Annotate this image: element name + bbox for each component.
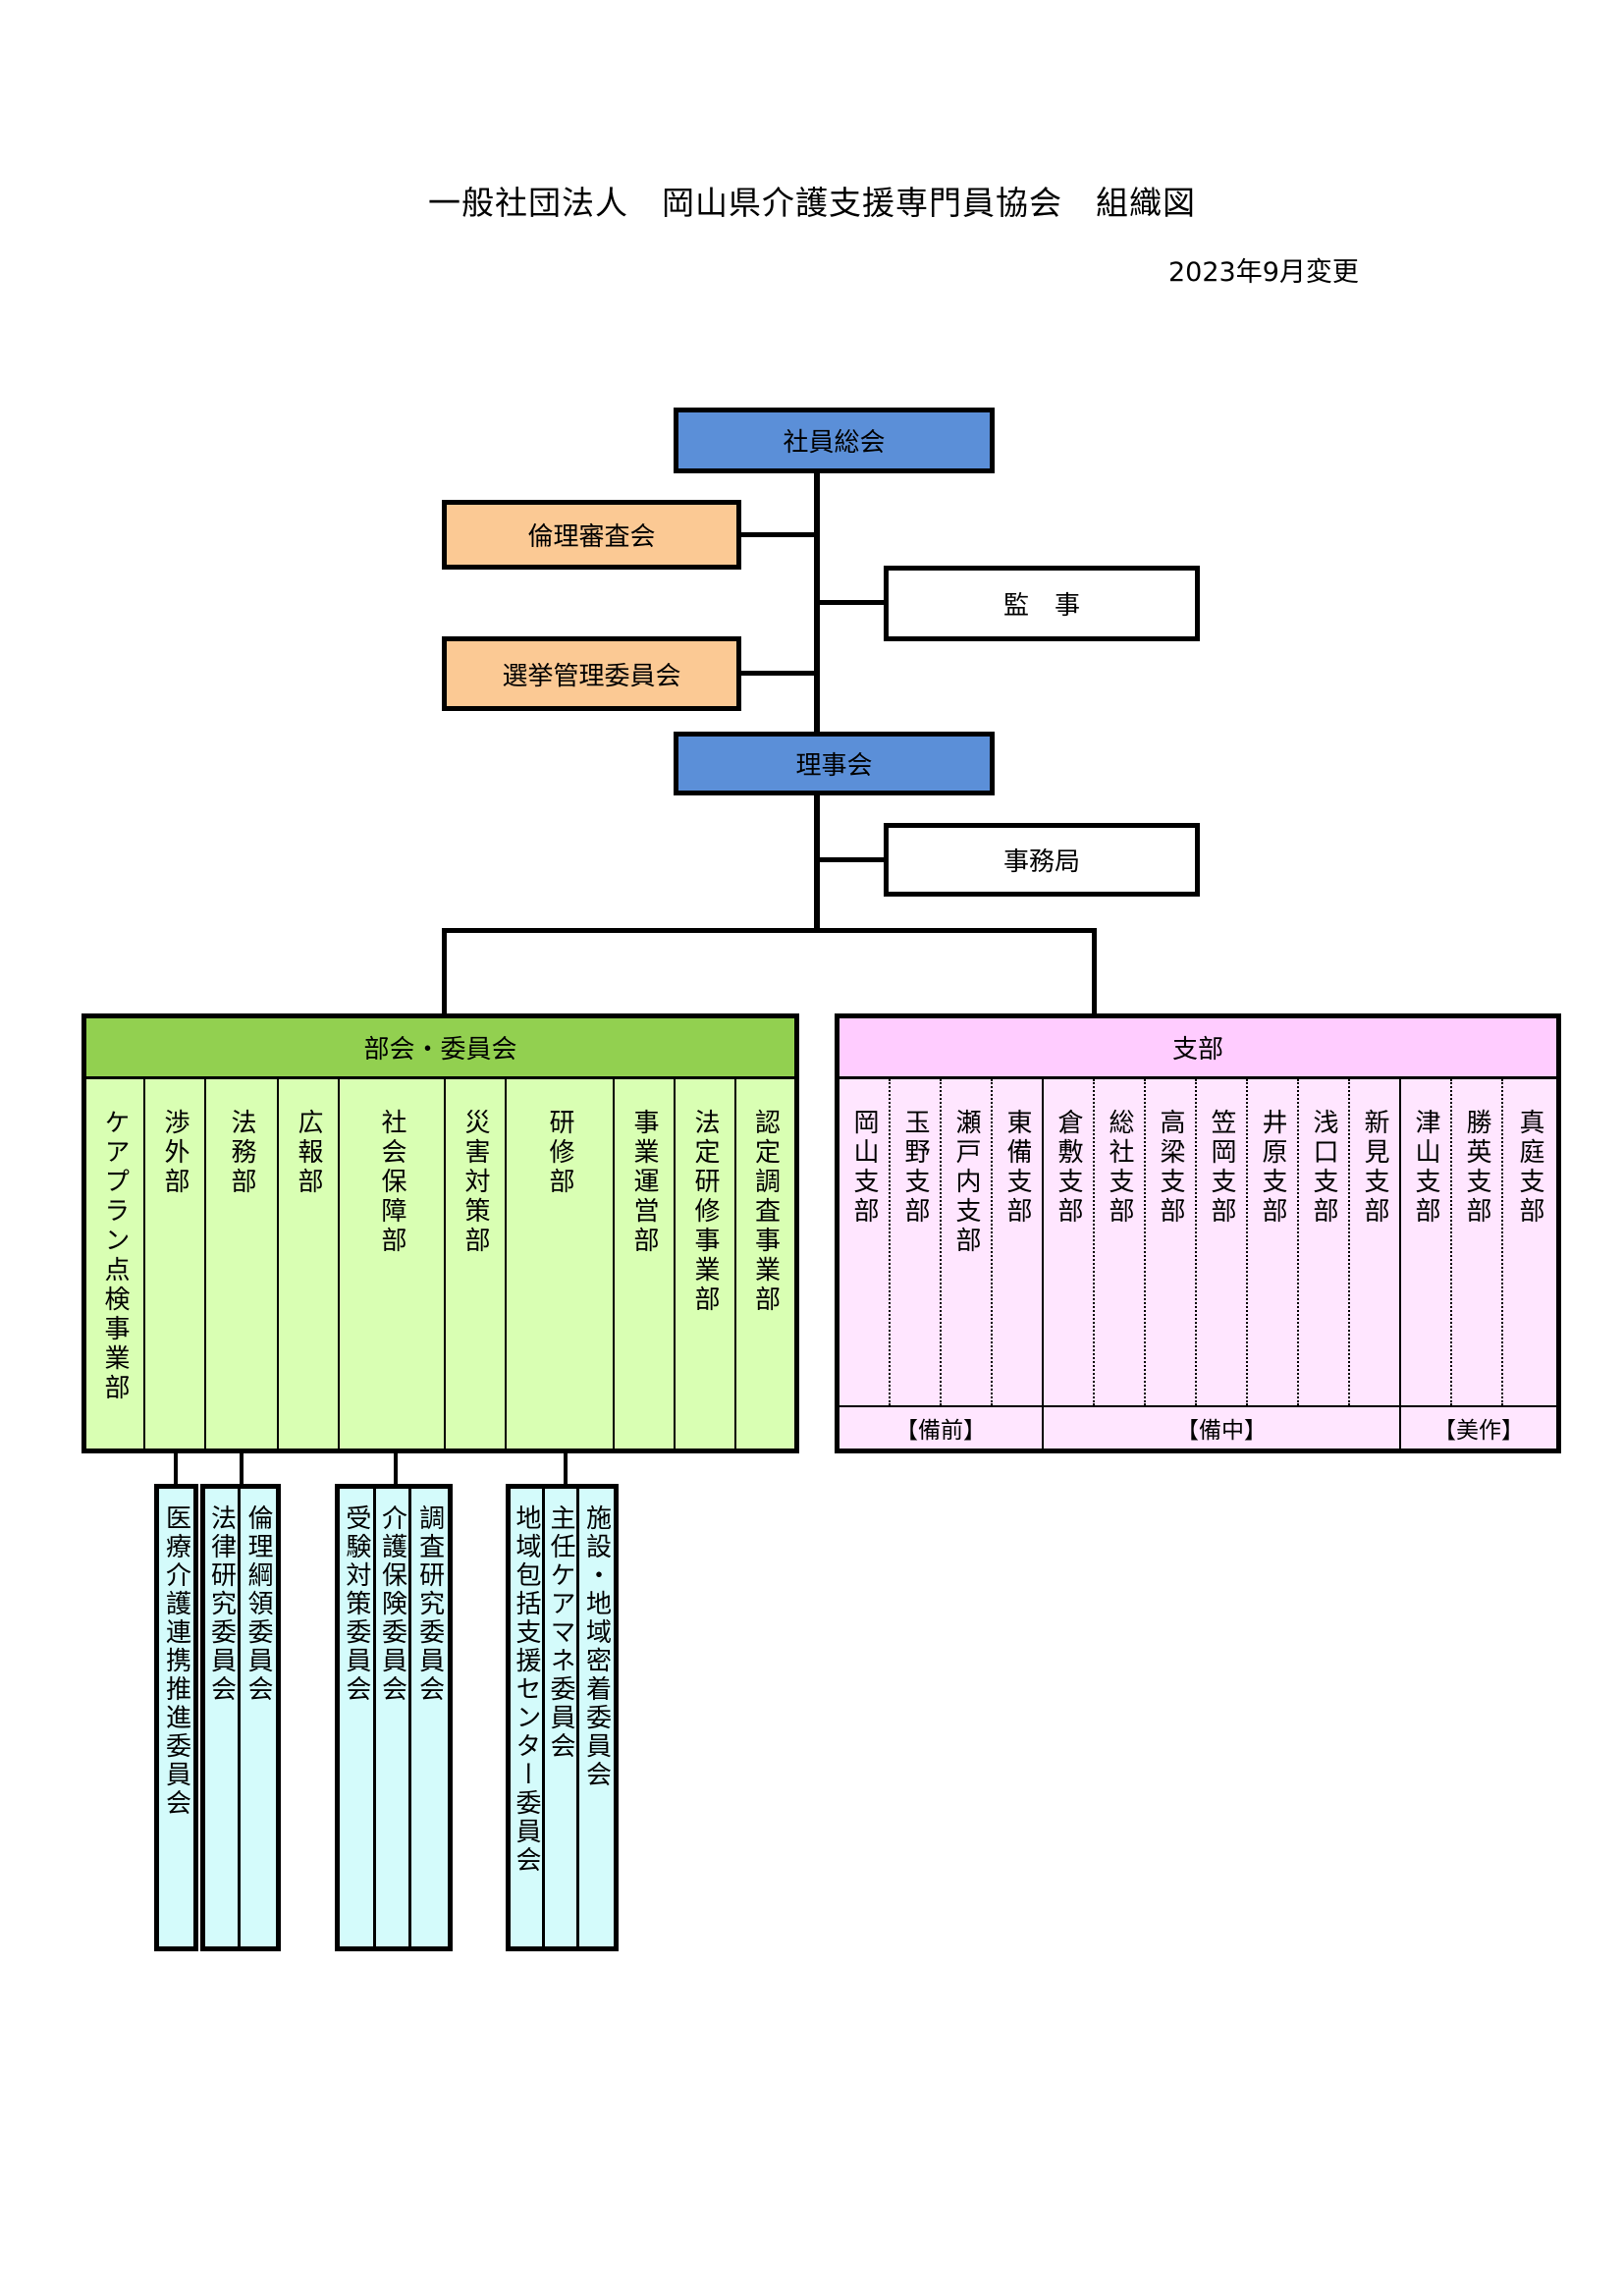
drop-sub2 [240, 1451, 244, 1487]
branch-column: 瀬戸内支部 [942, 1079, 993, 1405]
branch-column: 高梁支部 [1146, 1079, 1197, 1405]
drop-sub3 [394, 1451, 398, 1487]
group-label-bicchu: 【備中】 [1044, 1407, 1401, 1449]
branch-column: 浅口支部 [1299, 1079, 1350, 1405]
sub-committee-label: 倫理綱領委員会 [244, 1504, 273, 1704]
branches-header: 支部 [839, 1018, 1556, 1079]
group-label-bizen: 【備前】 [839, 1407, 1044, 1449]
sub-committee-column: 法律研究委員会 [205, 1489, 241, 1946]
connector-ethics [736, 532, 820, 537]
sub-committee-group-2: 法律研究委員会 倫理綱領委員会 [200, 1484, 281, 1951]
branch-label: 高梁支部 [1156, 1109, 1185, 1227]
committee-column: 事業運営部 [615, 1079, 676, 1449]
connector-auditor [814, 600, 888, 605]
sub-committee-column: 介護保険委員会 [376, 1489, 412, 1946]
sub-committee-column: 医療介護連携推進委員会 [159, 1489, 193, 1946]
branch-label: 新見支部 [1360, 1109, 1389, 1227]
auditor-box: 監 事 [884, 566, 1200, 641]
committee-label: 広報部 [294, 1109, 323, 1197]
ethics-review-box: 倫理審査会 [442, 500, 741, 570]
branch-column: 玉野支部 [891, 1079, 942, 1405]
committee-label: 研修部 [545, 1109, 574, 1197]
branch-column: 新見支部 [1350, 1079, 1401, 1405]
committee-label: 渉外部 [160, 1109, 189, 1197]
committee-label: 災害対策部 [460, 1109, 490, 1256]
committee-column: 法定研修事業部 [676, 1079, 736, 1449]
sub-committee-group-1: 医療介護連携推進委員会 [154, 1484, 198, 1951]
sub-committee-column: 主任ケアマネ委員会 [545, 1489, 579, 1946]
branch-label: 真庭支部 [1515, 1109, 1544, 1227]
sub-committee-label: 医療介護連携推進委員会 [161, 1504, 191, 1818]
committee-column: 広報部 [279, 1079, 340, 1449]
branch-column: 倉敷支部 [1044, 1079, 1095, 1405]
committee-column: ケアプラン点検事業部 [86, 1079, 145, 1449]
branch-split-line [442, 928, 1097, 933]
branch-label: 玉野支部 [900, 1109, 930, 1227]
branch-label: 勝英支部 [1462, 1109, 1491, 1227]
connector-election [736, 671, 820, 676]
committee-column: 渉外部 [145, 1079, 206, 1449]
branch-column: 津山支部 [1401, 1079, 1452, 1405]
committees-header: 部会・委員会 [86, 1018, 794, 1079]
committee-label: 事業運営部 [629, 1109, 659, 1256]
committee-label: 社会保障部 [377, 1109, 406, 1256]
branch-label: 総社支部 [1105, 1109, 1134, 1227]
group-label-mimasaka: 【美作】 [1434, 1418, 1524, 1444]
committee-label: 法務部 [227, 1109, 256, 1197]
sub-committee-column: 地域包括支援センター委員会 [511, 1489, 545, 1946]
general-meeting-box: 社員総会 [674, 408, 995, 473]
committee-column: 法務部 [206, 1079, 279, 1449]
sub-committee-column: 施設・地域密着委員会 [579, 1489, 614, 1946]
branch-group-row: 【備前】 【備中】 【美作】 [839, 1405, 1556, 1449]
sub-committee-label: 主任ケアマネ委員会 [545, 1504, 575, 1761]
branch-label: 井原支部 [1258, 1109, 1287, 1227]
branch-label: 東備支部 [1002, 1109, 1032, 1227]
election-committee-box: 選挙管理委員会 [442, 636, 741, 711]
sub-committee-group-3: 受験対策委員会 介護保険委員会 調査研究委員会 [335, 1484, 453, 1951]
sub-committee-label: 法律研究委員会 [206, 1504, 237, 1704]
committee-column: 研修部 [507, 1079, 615, 1449]
branch-column: 笠岡支部 [1197, 1079, 1248, 1405]
sub-committee-label: 地域包括支援センター委員会 [511, 1504, 541, 1875]
drop-committees [442, 928, 447, 1016]
committees-panel: 部会・委員会 ケアプラン点検事業部 渉外部 法務部 広報部 社会保障部 災害対策… [81, 1013, 799, 1453]
committee-column: 認定調査事業部 [736, 1079, 794, 1449]
sub-committee-label: 施設・地域密着委員会 [581, 1504, 612, 1789]
sub-committee-column: 調査研究委員会 [411, 1489, 448, 1946]
branch-label: 津山支部 [1411, 1109, 1440, 1227]
trunk-line-lower [814, 792, 820, 933]
secretariat-box: 事務局 [884, 823, 1200, 897]
sub-committee-label: 介護保険委員会 [377, 1504, 407, 1704]
branch-column: 井原支部 [1248, 1079, 1299, 1405]
drop-branches [1092, 928, 1097, 1016]
connector-secretariat [814, 857, 888, 862]
board-box: 理事会 [674, 732, 995, 795]
branch-label: 笠岡支部 [1207, 1109, 1236, 1227]
committee-label: 認定調査事業部 [750, 1109, 781, 1315]
sub-committee-label: 受験対策委員会 [341, 1504, 371, 1704]
branch-label: 倉敷支部 [1054, 1109, 1083, 1227]
drop-sub1 [174, 1451, 178, 1487]
revision-date: 2023年9月変更 [1168, 257, 1359, 288]
sub-committee-label: 調査研究委員会 [414, 1504, 445, 1704]
sub-committee-column: 受験対策委員会 [340, 1489, 376, 1946]
drop-sub4 [564, 1451, 568, 1487]
committee-label: ケアプラン点検事業部 [100, 1109, 130, 1403]
branch-label: 岡山支部 [849, 1109, 879, 1227]
branch-label: 瀬戸内支部 [951, 1109, 981, 1256]
branches-panel: 支部 岡山支部 玉野支部 瀬戸内支部 東備支部 倉敷支部 総社支部 高梁支部 笠… [835, 1013, 1561, 1453]
branch-column: 東備支部 [993, 1079, 1044, 1405]
sub-committee-group-4: 地域包括支援センター委員会 主任ケアマネ委員会 施設・地域密着委員会 [506, 1484, 619, 1951]
committee-label: 法定研修事業部 [690, 1109, 720, 1315]
committee-column: 社会保障部 [340, 1079, 446, 1449]
branch-column: 勝英支部 [1452, 1079, 1503, 1405]
branch-column: 総社支部 [1095, 1079, 1146, 1405]
committee-column: 災害対策部 [446, 1079, 507, 1449]
branch-column: 真庭支部 [1503, 1079, 1556, 1405]
branch-label: 浅口支部 [1309, 1109, 1338, 1227]
branch-column: 岡山支部 [839, 1079, 891, 1405]
page-title: 一般社団法人 岡山県介護支援専門員協会 組織図 [428, 184, 1196, 222]
sub-committee-column: 倫理綱領委員会 [241, 1489, 276, 1946]
